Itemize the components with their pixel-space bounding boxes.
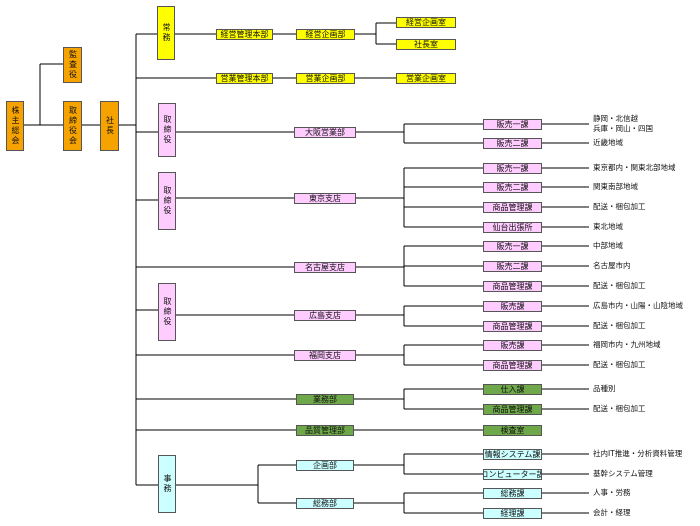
note-tokyo-sendai: 東北地域 xyxy=(593,222,623,231)
director-box-1: 取締役 xyxy=(158,103,176,157)
auditor-box: 監査役 xyxy=(63,47,82,83)
tokyo-sales-section-1-box: 販売一課 xyxy=(483,163,542,174)
director-box-3: 取締役 xyxy=(158,283,176,341)
general-affairs-section-box: 総務課 xyxy=(483,488,542,499)
note-tokyo-2: 関東南部地域 xyxy=(593,182,638,191)
sales-planning-dept-box: 営業企画部 xyxy=(296,73,355,84)
director-box-2: 取締役 xyxy=(158,172,176,230)
planning-dept-box: 経営企画部 xyxy=(296,29,355,40)
note-accounting: 会計・経理 xyxy=(593,508,631,517)
mgmt-hq-box: 経営管理本部 xyxy=(216,29,273,40)
hiroshima-sales-section-box: 販売課 xyxy=(483,301,542,312)
planning-office-box: 経営企画室 xyxy=(396,17,456,28)
sendai-office-box: 仙台出張所 xyxy=(483,222,542,233)
hiroshima-branch-box: 広島支店 xyxy=(294,310,356,321)
nagoya-branch-box: 名古屋支店 xyxy=(294,262,356,273)
nagoya-sales-section-1-box: 販売一課 xyxy=(483,241,542,252)
fukuoka-sales-section-box: 販売課 xyxy=(483,340,542,351)
quality-control-dept-box: 品質管理部 xyxy=(296,425,354,436)
osaka-sales-dept-box: 大阪営業部 xyxy=(294,127,356,138)
note-osaka-1a: 静岡・北信越 xyxy=(593,114,638,123)
note-fukuoka-sales: 福岡市内・九州地域 xyxy=(593,340,661,349)
business-goods-section-box: 商品管理課 xyxy=(483,404,542,415)
info-system-section-box: 情報システム課 xyxy=(483,449,542,460)
president-office-box: 社長室 xyxy=(396,39,456,50)
purchase-section-box: 仕入課 xyxy=(483,384,542,395)
note-hiroshima-goods: 配送・梱包加工 xyxy=(593,321,646,330)
note-computer: 基幹システム管理 xyxy=(593,469,653,478)
computer-section-box: コンピューター課 xyxy=(483,469,542,480)
nagoya-goods-section-box: 商品管理課 xyxy=(483,281,542,292)
shareholders-meeting-box: 株主総会 xyxy=(6,101,24,151)
fukuoka-branch-box: 福岡支店 xyxy=(294,350,356,361)
note-osaka-1b: 兵庫・岡山・四国 xyxy=(593,124,653,133)
note-tokyo-1: 東京都内・関東北部地域 xyxy=(593,163,676,172)
osaka-sales-section-1-box: 販売一課 xyxy=(483,119,542,130)
note-general-affairs: 人事・労務 xyxy=(593,488,631,497)
tokyo-goods-section-box: 商品管理課 xyxy=(483,202,542,213)
tokyo-branch-box: 東京支店 xyxy=(294,193,356,204)
note-purchase: 品種別 xyxy=(593,384,616,393)
note-nagoya-1: 中部地域 xyxy=(593,241,623,250)
managing-director-box: 常務 xyxy=(157,6,175,60)
hiroshima-goods-section-box: 商品管理課 xyxy=(483,321,542,332)
nagoya-sales-section-2-box: 販売二課 xyxy=(483,261,542,272)
note-nagoya-goods: 配送・梱包加工 xyxy=(593,281,646,290)
note-osaka-2: 近畿地域 xyxy=(593,138,623,147)
admin-box: 事務 xyxy=(158,455,176,513)
tokyo-sales-section-2-box: 販売二課 xyxy=(483,182,542,193)
fukuoka-goods-section-box: 商品管理課 xyxy=(483,360,542,371)
president-box: 社長 xyxy=(100,101,119,151)
general-affairs-dept-box: 総務部 xyxy=(296,498,354,509)
note-business-goods: 配送・梱包加工 xyxy=(593,404,646,413)
accounting-section-box: 経理課 xyxy=(483,508,542,519)
note-nagoya-2: 名古屋市内 xyxy=(593,261,631,270)
sales-hq-box: 営業管理本部 xyxy=(216,73,273,84)
note-info-system: 社内IT推進・分析資料管理 xyxy=(593,449,683,458)
inspection-room-box: 検査室 xyxy=(483,425,542,436)
business-dept-box: 業務部 xyxy=(296,394,354,405)
sales-planning-office-box: 営業企画室 xyxy=(396,73,456,84)
osaka-sales-section-2-box: 販売二課 xyxy=(483,138,542,149)
board-of-directors-box: 取締役会 xyxy=(63,101,82,151)
planning-dept-box-admin: 企画部 xyxy=(296,460,354,471)
note-hiroshima-sales: 広島市内・山陽・山陰地域 xyxy=(593,301,683,310)
note-tokyo-goods: 配送・梱包加工 xyxy=(593,202,646,211)
note-fukuoka-goods: 配送・梱包加工 xyxy=(593,360,646,369)
